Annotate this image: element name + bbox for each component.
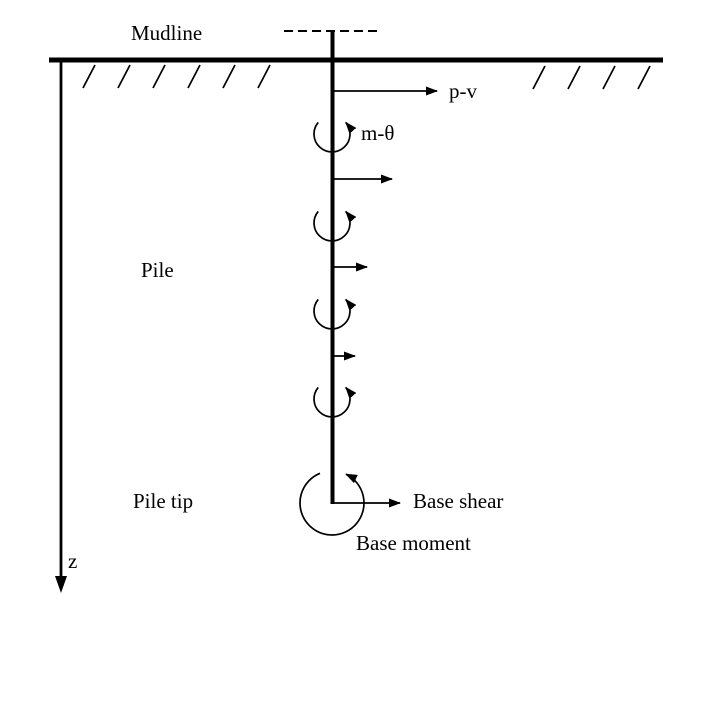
soil-hatch-mark [82, 64, 96, 89]
soil-hatching-left [82, 64, 271, 89]
m-theta-label: m-θ [361, 121, 394, 145]
soil-hatch-mark [152, 64, 166, 89]
soil-hatching-right [532, 65, 651, 90]
soil-hatch-mark [117, 64, 131, 89]
soil-hatch-mark [567, 65, 581, 90]
m-theta-spring-arc-1 [313, 121, 357, 153]
soil-hatch-mark [187, 64, 201, 89]
base-moment-label: Base moment [356, 531, 471, 555]
soil-hatch-mark [602, 65, 616, 90]
mudline-label: Mudline [131, 21, 202, 45]
base-shear-label: Base shear [413, 489, 503, 513]
m-theta-spring-arc-2 [313, 210, 357, 242]
pile-tip-label: Pile tip [133, 489, 193, 513]
z-axis-label: z [68, 549, 77, 573]
soil-hatch-mark [637, 65, 651, 90]
pile-label: Pile [141, 258, 174, 282]
p-v-spring-arrows [334, 86, 438, 361]
base-moment-arc [299, 472, 365, 536]
m-theta-spring-arcs [313, 121, 357, 418]
soil-hatch-mark [222, 64, 236, 89]
z-axis-arrowhead-icon [55, 576, 67, 593]
p-v-label: p-v [449, 79, 477, 103]
m-theta-spring-arc-3 [313, 298, 357, 330]
soil-hatch-mark [257, 64, 271, 89]
soil-hatch-mark [532, 65, 546, 90]
m-theta-spring-arc-4 [313, 386, 357, 418]
